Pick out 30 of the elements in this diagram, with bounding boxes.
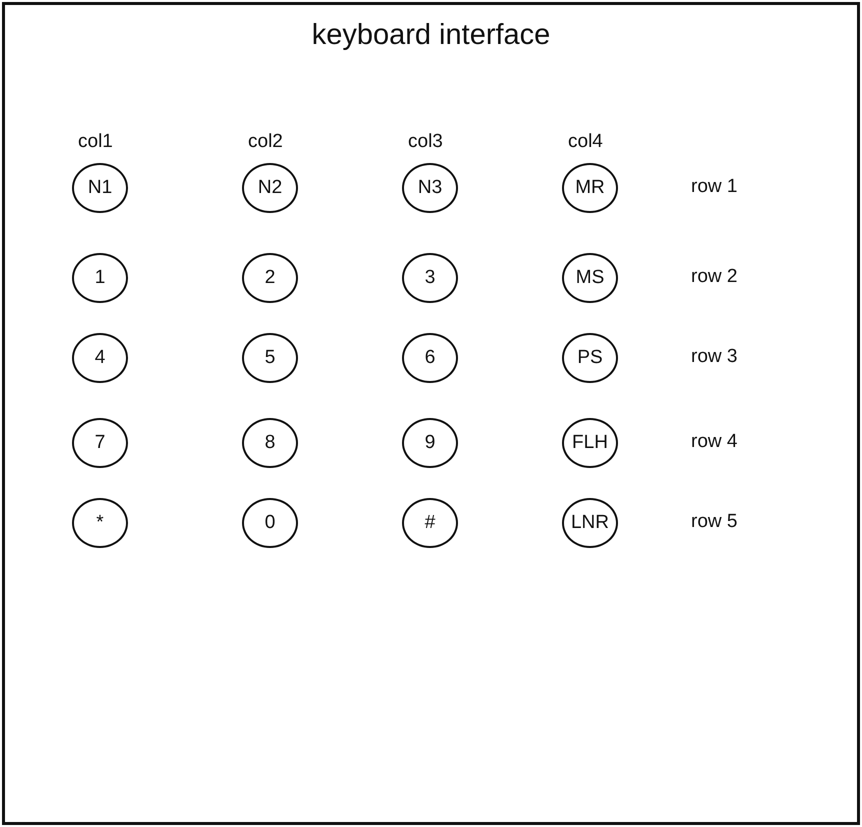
keypad-key: LNR <box>562 498 618 548</box>
panel-title: keyboard interface <box>310 19 552 52</box>
keypad-key: 9 <box>402 418 458 468</box>
keypad-key: N3 <box>402 163 458 213</box>
keypad-key: 6 <box>402 333 458 383</box>
keypad-key: 3 <box>402 253 458 303</box>
keypad-key: FLH <box>562 418 618 468</box>
keypad-key: 4 <box>72 333 128 383</box>
keypad-key: MS <box>562 253 618 303</box>
keypad-key: * <box>72 498 128 548</box>
column-label: col2 <box>248 131 283 153</box>
row-label: row 3 <box>691 346 738 368</box>
keypad-key: 0 <box>242 498 298 548</box>
column-label: col3 <box>408 131 443 153</box>
keypad-key: 5 <box>242 333 298 383</box>
keypad-key: 2 <box>242 253 298 303</box>
row-label: row 5 <box>691 511 738 533</box>
column-label: col4 <box>568 131 603 153</box>
keypad-key: MR <box>562 163 618 213</box>
keypad-key: 7 <box>72 418 128 468</box>
keypad-key: PS <box>562 333 618 383</box>
row-label: row 1 <box>691 176 738 198</box>
keypad-key: N2 <box>242 163 298 213</box>
keypad-key: 8 <box>242 418 298 468</box>
keypad-key: # <box>402 498 458 548</box>
row-label: row 4 <box>691 431 738 453</box>
column-label: col1 <box>78 131 113 153</box>
keypad-key: N1 <box>72 163 128 213</box>
row-label: row 2 <box>691 266 738 288</box>
keypad-key: 1 <box>72 253 128 303</box>
